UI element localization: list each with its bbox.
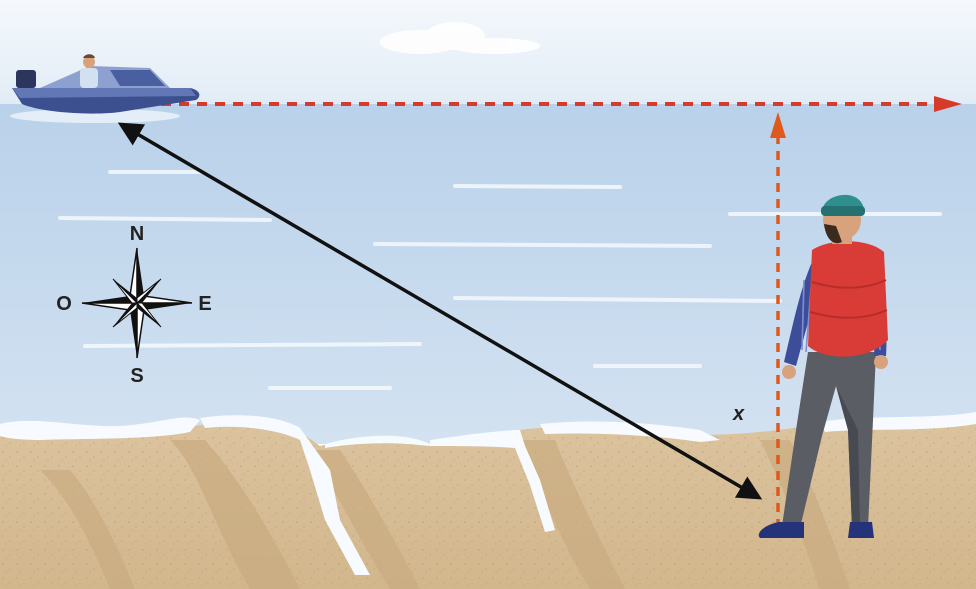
line-of-sight-arrow (117, 122, 763, 500)
cloud (380, 22, 540, 54)
distance-label: x (732, 403, 745, 425)
compass-rose-icon (81, 247, 193, 359)
compass-south-label: S (130, 365, 143, 387)
compass-east-label: E (198, 293, 211, 315)
boat-path-arrowhead (934, 96, 962, 112)
compass-north-label: N (130, 223, 144, 245)
speedboat-icon (10, 54, 200, 123)
person-standing-icon (758, 194, 888, 538)
compass-west-label: O (56, 293, 72, 315)
distance-x-marker (770, 112, 786, 522)
distance-arrowhead (770, 112, 786, 138)
boat-path (35, 96, 962, 112)
